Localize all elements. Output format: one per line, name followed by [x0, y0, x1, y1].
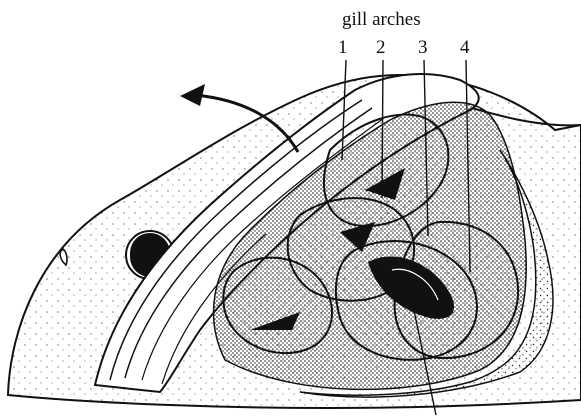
leader-line-2 — [382, 60, 383, 198]
arch-label-2: 2 — [376, 38, 386, 57]
arch-label-3: 3 — [418, 38, 428, 57]
arch-label-1: 1 — [338, 38, 348, 57]
figure-title: gill arches — [342, 10, 421, 29]
lift-arrow-head — [180, 84, 205, 106]
arch-label-4: 4 — [460, 38, 470, 57]
